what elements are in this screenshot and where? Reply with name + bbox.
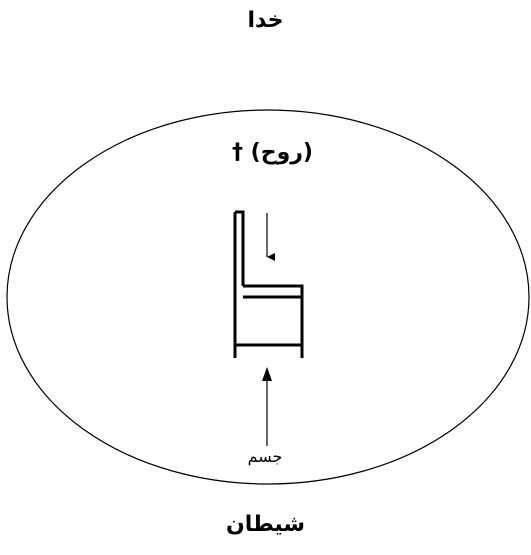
body-arrow bbox=[262, 367, 272, 446]
chair-shape bbox=[233, 210, 304, 358]
world-ellipse bbox=[6, 109, 530, 485]
god-label: خدا bbox=[247, 8, 284, 33]
spirit-label: (روح) † bbox=[232, 140, 313, 165]
satan-label: شیطان bbox=[225, 512, 306, 537]
body-label: جسم bbox=[247, 447, 283, 466]
